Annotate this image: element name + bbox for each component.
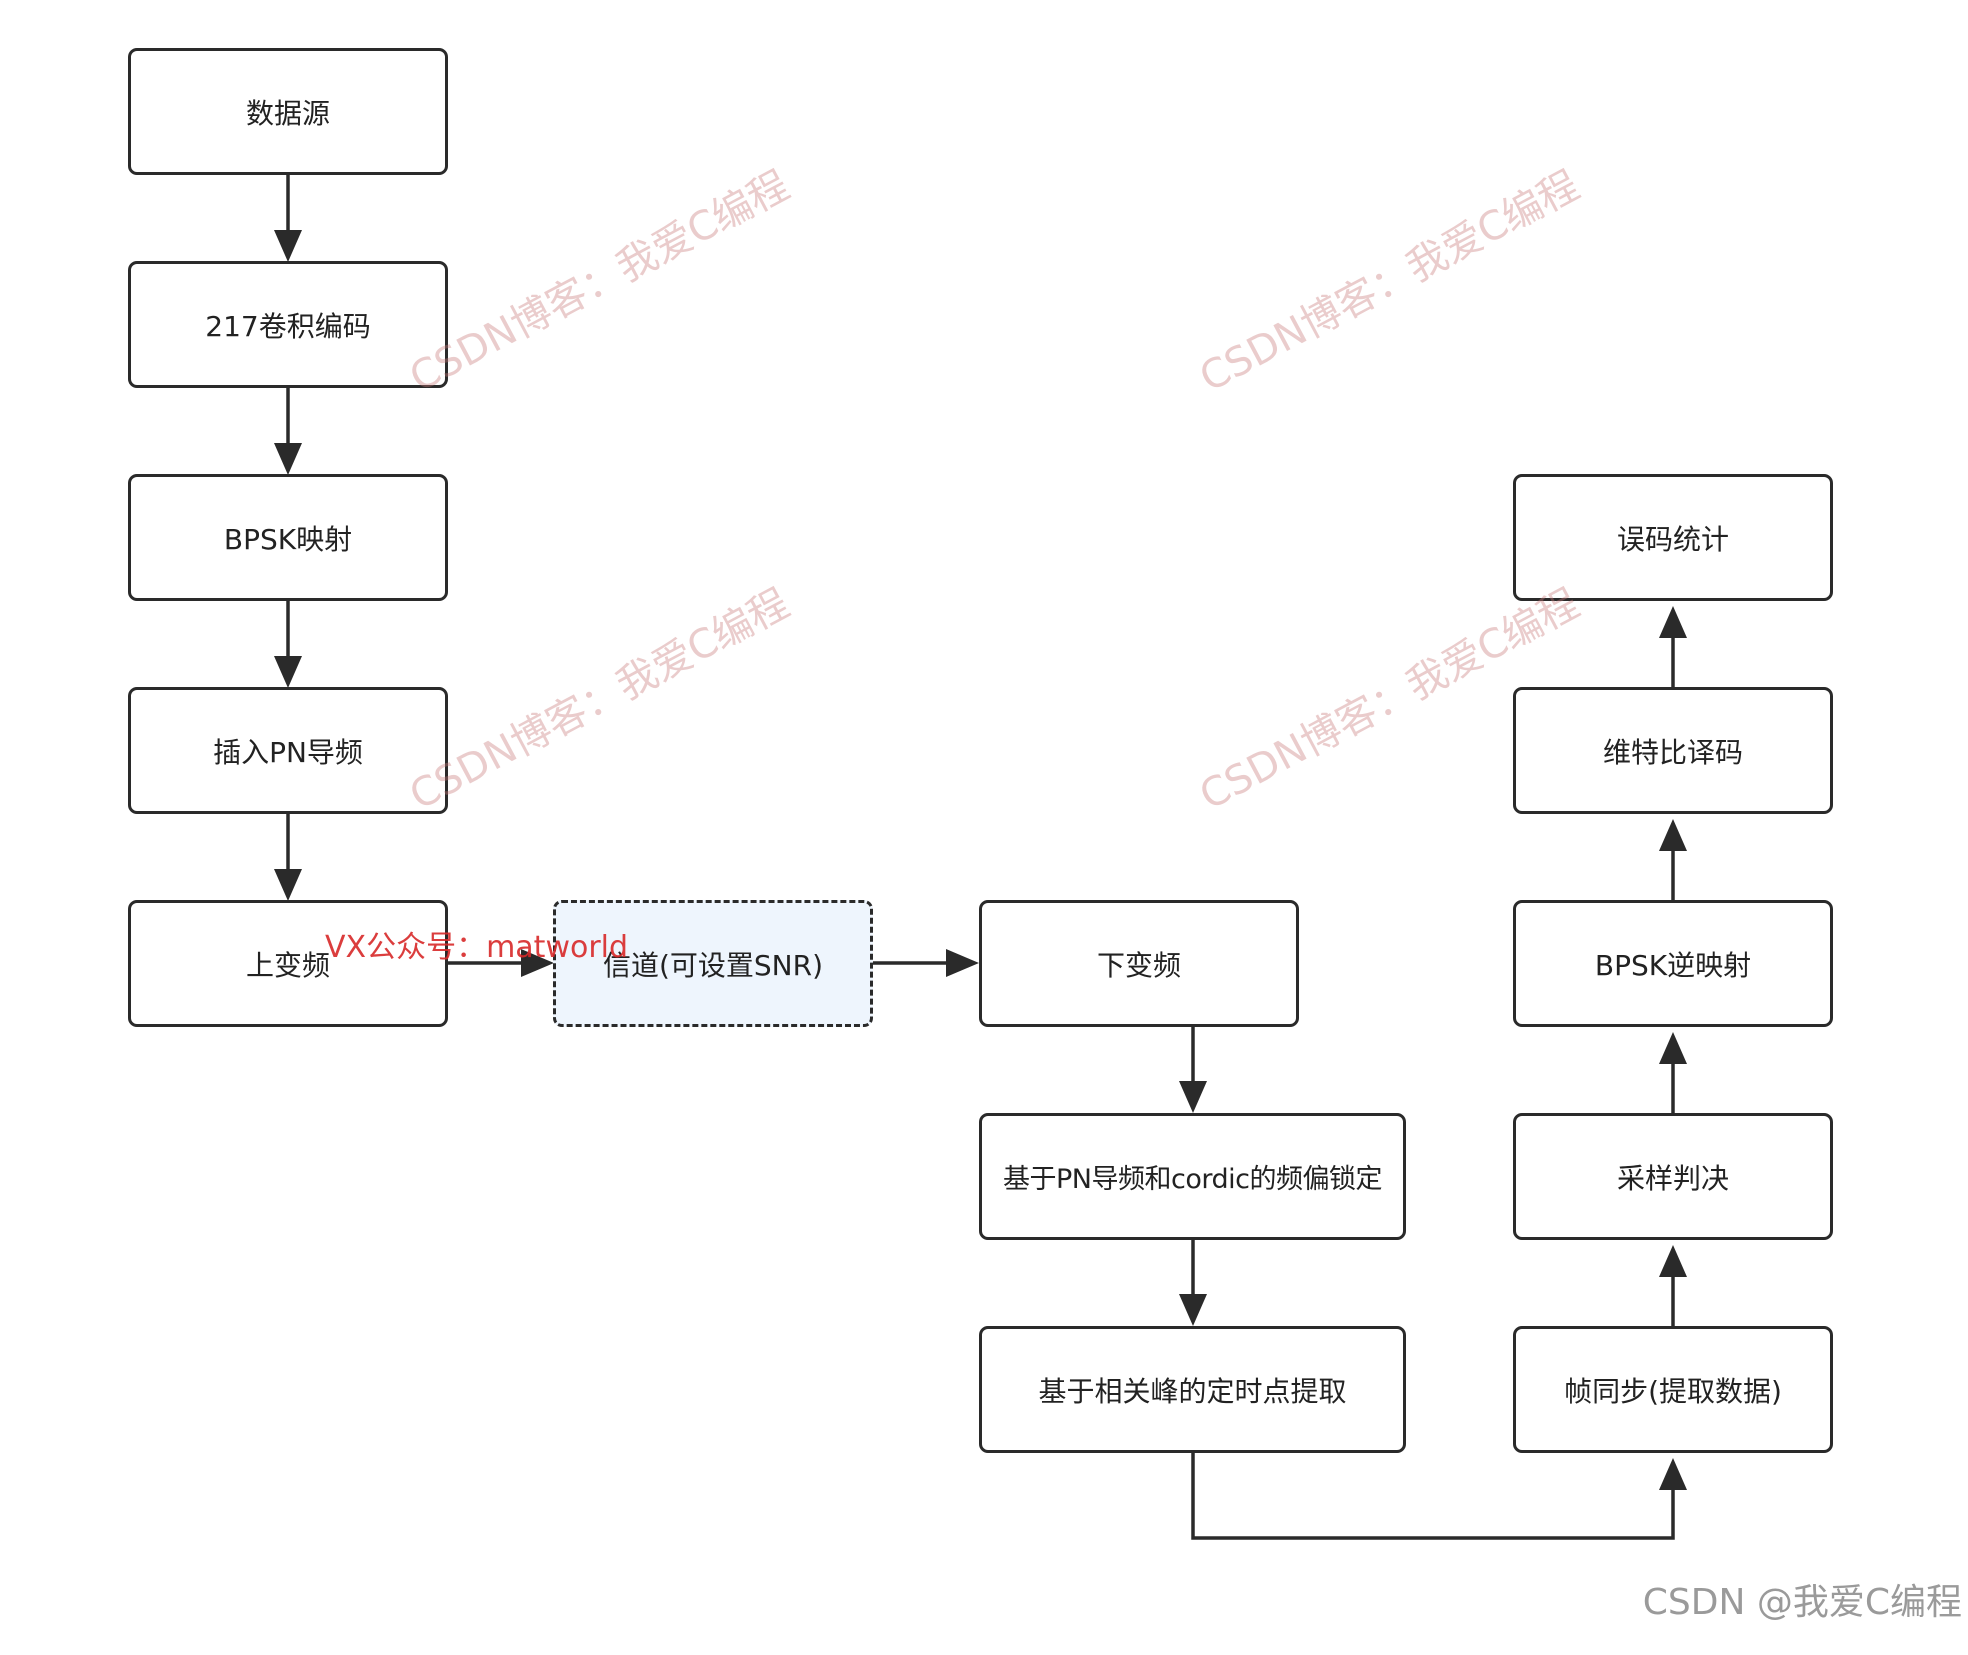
arrowhead xyxy=(1659,1458,1687,1490)
node-conv-encode[interactable]: 217卷积编码 xyxy=(128,261,448,388)
node-freq-lock[interactable]: 基于PN导频和cordic的频偏锁定 xyxy=(979,1113,1406,1240)
arrowhead xyxy=(274,656,302,688)
arrowhead xyxy=(521,949,554,977)
node-frame-sync[interactable]: 帧同步(提取数据) xyxy=(1513,1326,1833,1453)
node-ber-stats[interactable]: 误码统计 xyxy=(1513,474,1833,601)
node-viterbi[interactable]: 维特比译码 xyxy=(1513,687,1833,814)
node-upconvert[interactable]: 上变频 xyxy=(128,900,448,1027)
node-bpsk-demap[interactable]: BPSK逆映射 xyxy=(1513,900,1833,1027)
arrowhead xyxy=(1659,606,1687,638)
node-data-source[interactable]: 数据源 xyxy=(128,48,448,175)
arrowhead xyxy=(1659,1032,1687,1064)
edge-timing-to-framesync xyxy=(1191,1453,1675,1540)
node-sample-decide[interactable]: 采样判决 xyxy=(1513,1113,1833,1240)
arrowhead xyxy=(274,230,302,262)
node-insert-pn[interactable]: 插入PN导频 xyxy=(128,687,448,814)
arrowhead xyxy=(274,443,302,475)
arrowhead xyxy=(274,869,302,901)
arrowhead xyxy=(1179,1081,1207,1113)
node-bpsk-map[interactable]: BPSK映射 xyxy=(128,474,448,601)
arrowhead xyxy=(946,949,979,977)
watermark-vx: VX公众号：matworld xyxy=(325,930,629,965)
arrowhead xyxy=(1659,819,1687,851)
footer-watermark: CSDN @我爱C编程 xyxy=(1642,1582,1962,1623)
node-channel[interactable]: 信道(可设置SNR) xyxy=(553,900,873,1027)
arrowhead xyxy=(1179,1294,1207,1326)
node-downconvert[interactable]: 下变频 xyxy=(979,900,1299,1027)
node-timing-extract[interactable]: 基于相关峰的定时点提取 xyxy=(979,1326,1406,1453)
arrowhead xyxy=(1659,1245,1687,1277)
